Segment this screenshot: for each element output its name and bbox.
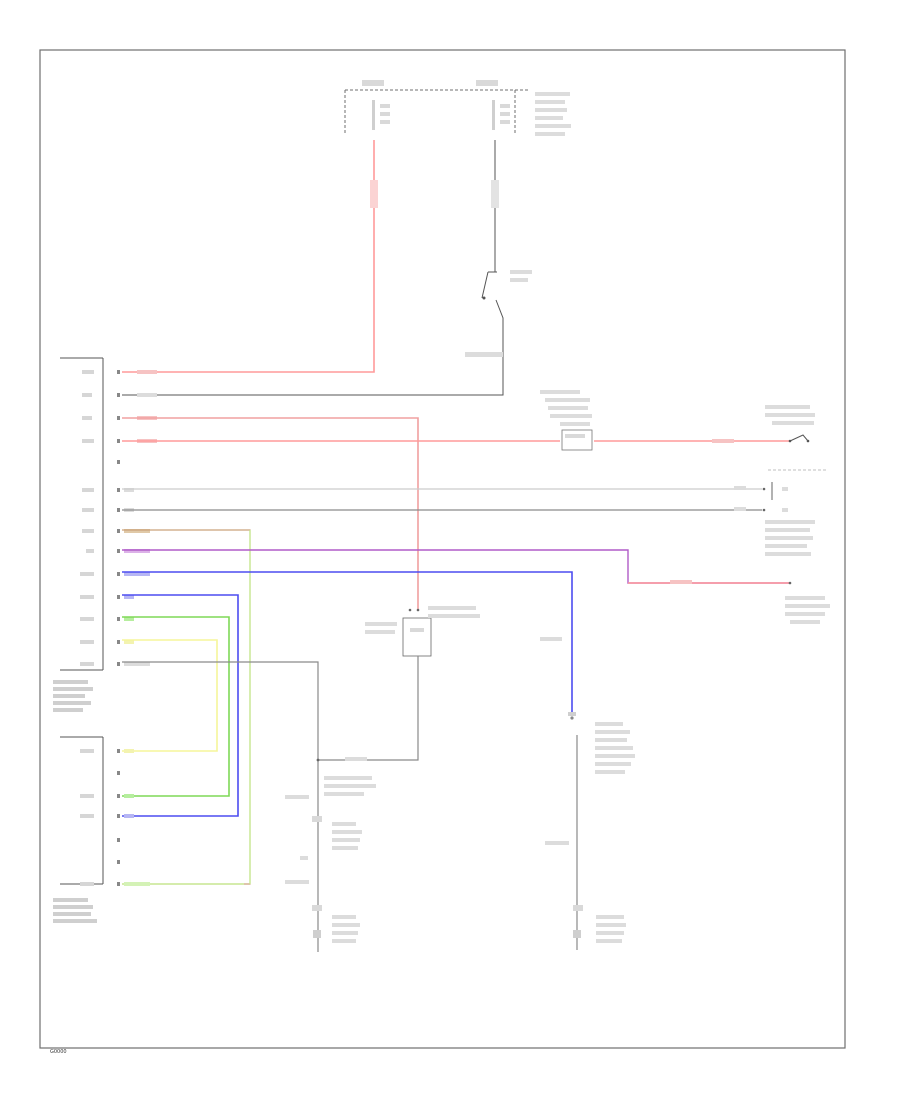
fuse-box-right [405,80,571,136]
tcm-pins [117,370,120,666]
tcm-connector-upper [53,357,104,712]
wire-brown-pin8 [122,529,251,885]
ignition-switch [122,265,532,396]
wire-purple-pin9 [122,549,790,584]
wire-blue-pin10 [122,571,573,715]
overdrive-switch [765,405,826,471]
fuse-box-left [344,80,405,135]
wire-green-pin12 [122,616,230,797]
figure-id: G0000 [50,1049,67,1055]
diagram-frame [39,49,846,1049]
ground-left [285,758,376,943]
wire-yellow-pin13 [122,639,218,752]
wire-pink-pin3 [122,417,419,610]
brake-switch [540,390,593,451]
tcm-connector-lower [53,736,150,923]
kickdown-switch [785,581,830,624]
wire-blue-pin11 [122,594,239,817]
ground-right [545,712,635,950]
speed-sensor-connector [762,482,815,556]
wire-gray-pin14 [122,661,319,952]
wire-red-power [122,140,375,373]
shift-solenoid [318,606,480,761]
